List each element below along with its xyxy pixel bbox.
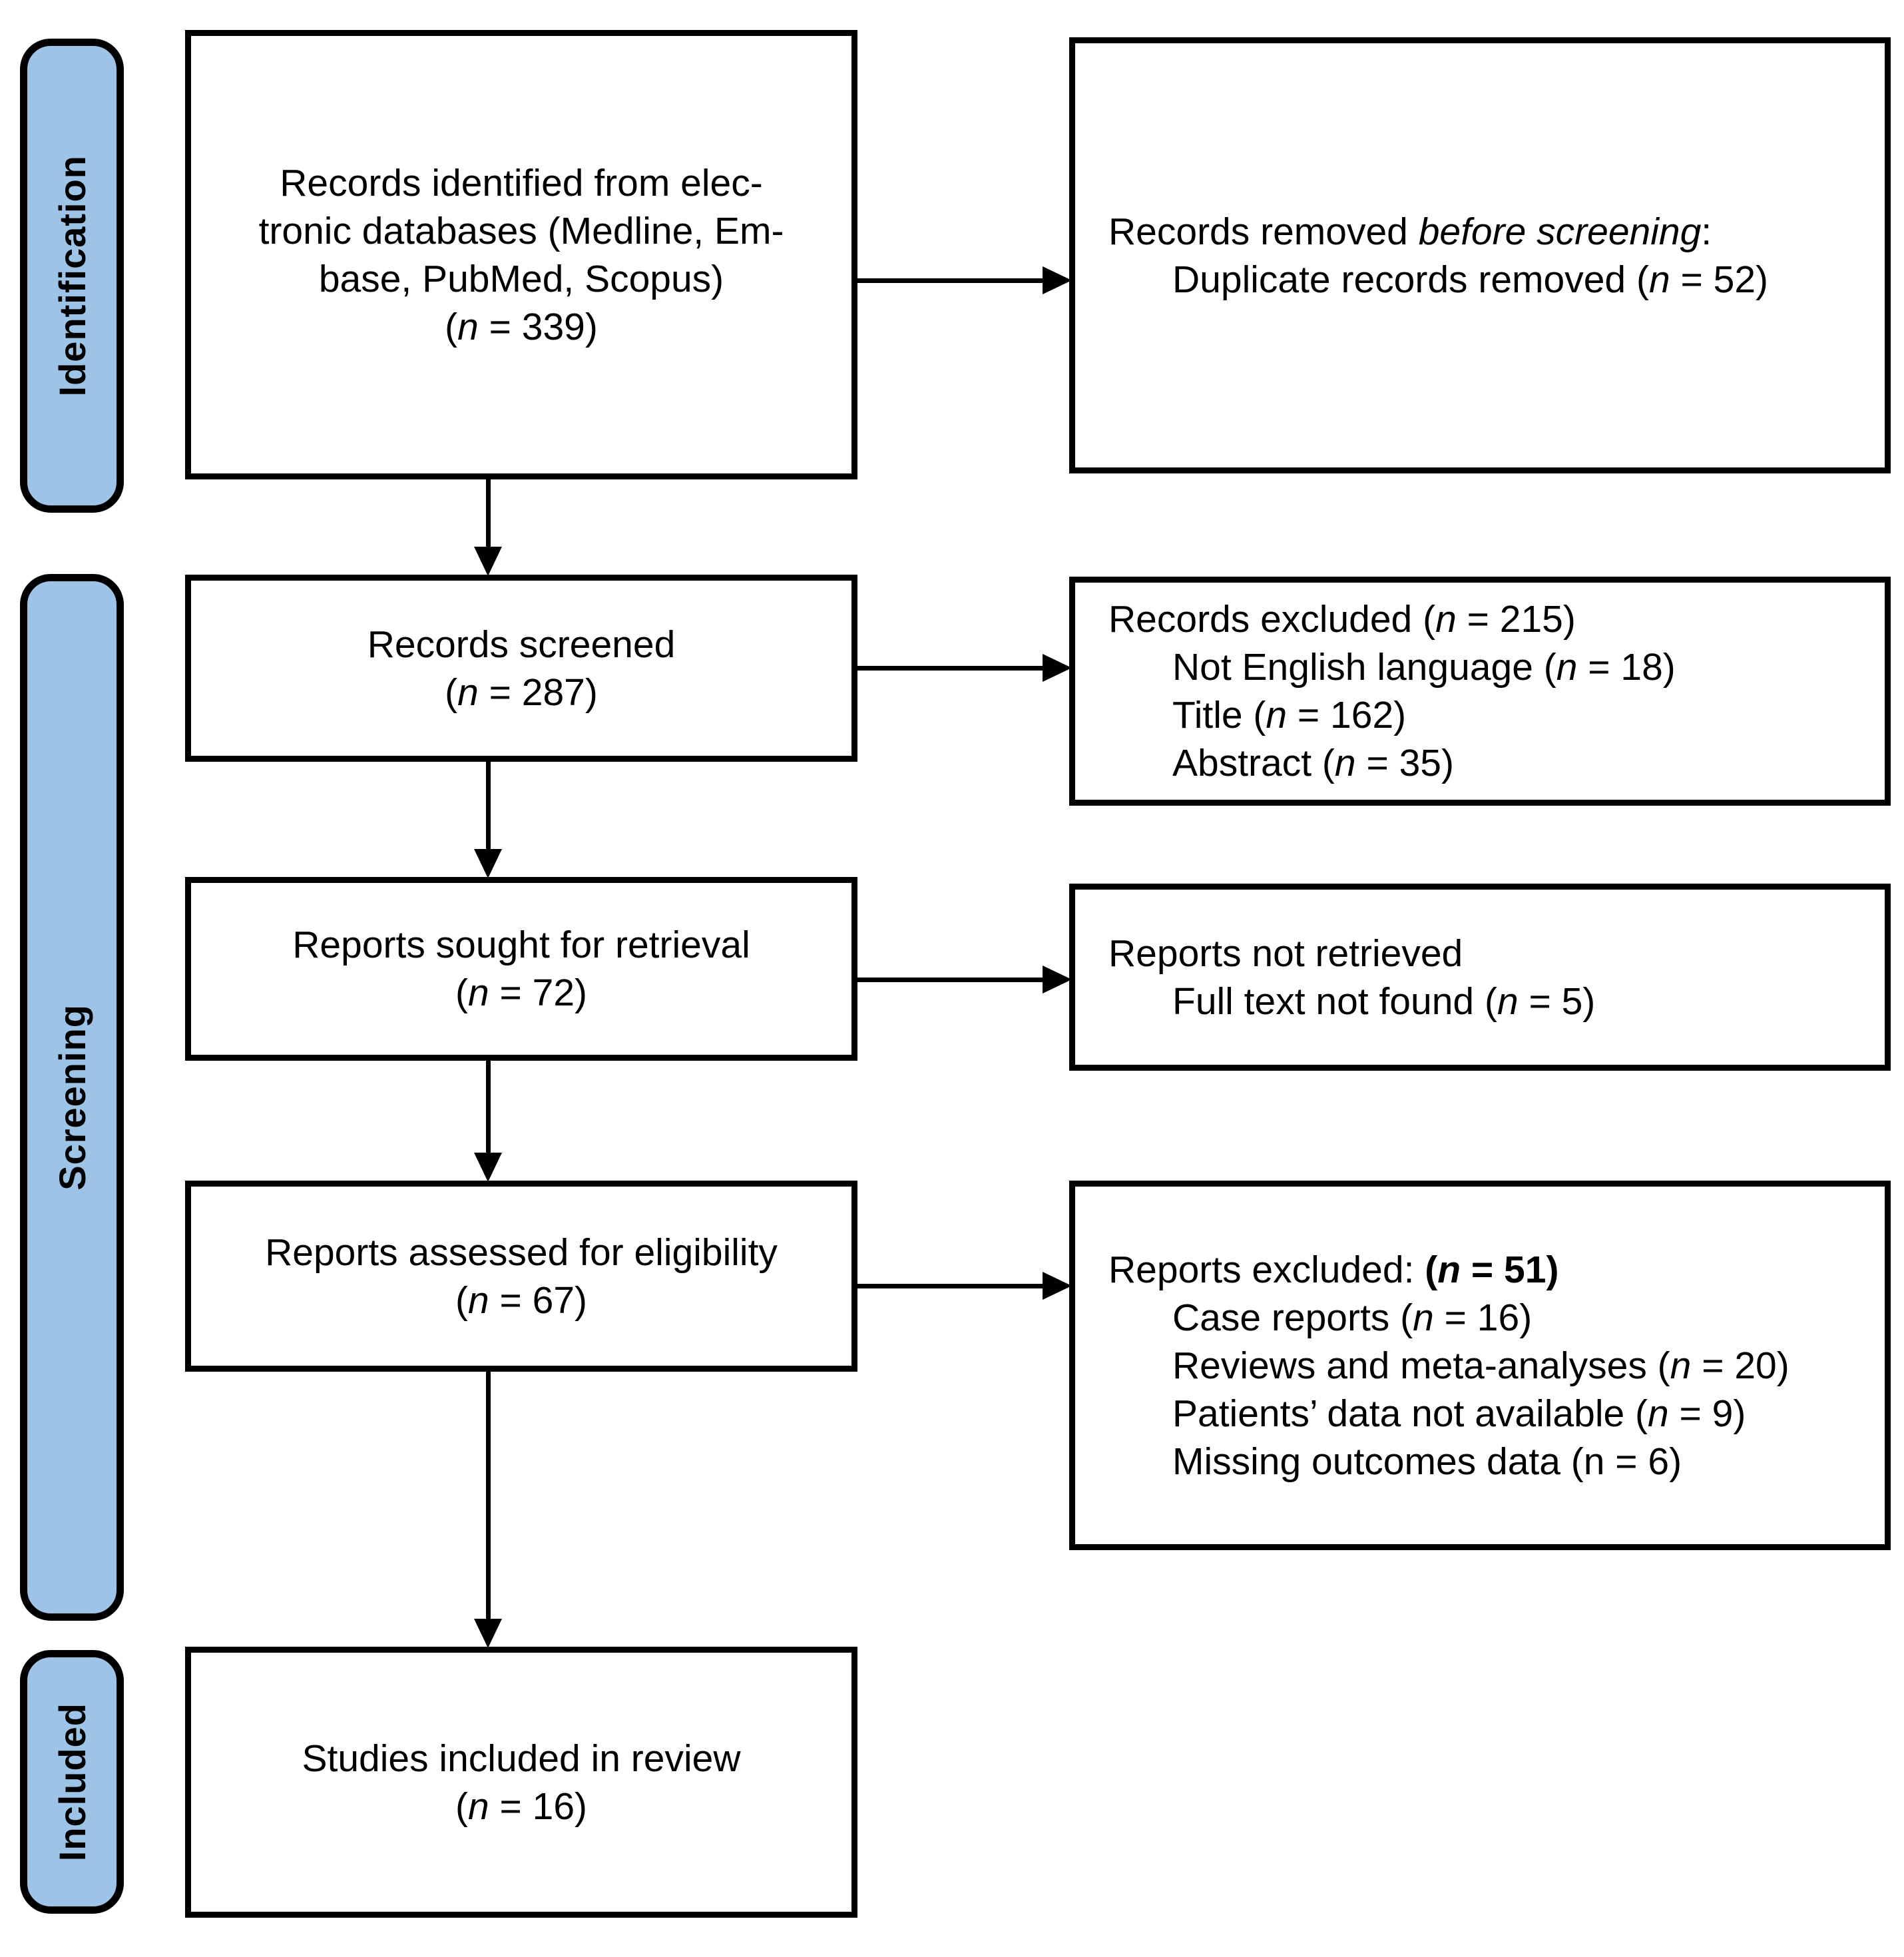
text-line: (n = 67) — [455, 1278, 588, 1322]
arrow-right-icon — [1043, 266, 1072, 294]
arrow-right-icon — [1043, 1272, 1072, 1300]
arrow-down-icon — [474, 849, 502, 878]
arrow-shaft — [486, 479, 491, 549]
text-line: Abstract (n = 35) — [1172, 742, 1454, 784]
text-line: (n = 287) — [445, 671, 598, 714]
stage-label-included-text: Included — [51, 1702, 93, 1862]
text-line: Reports not retrieved — [1108, 932, 1463, 975]
text-line: Missing outcomes data (n = 6) — [1172, 1440, 1682, 1483]
arrow-right-icon — [1043, 654, 1072, 682]
text-line: Full text not found (n = 5) — [1172, 979, 1596, 1023]
stage-label-screening: Screening — [20, 574, 124, 1621]
arrow-down-icon — [474, 1153, 502, 1182]
box-reports-sought: Reports sought for retrieval (n = 72) — [185, 877, 857, 1061]
text-line: (n = 339) — [445, 305, 598, 348]
text-line: Title (n = 162) — [1172, 694, 1407, 736]
text-line: Patients’ data not available (n = 9) — [1172, 1392, 1746, 1435]
text-line: (n = 72) — [455, 972, 588, 1014]
arrow-shaft — [486, 1061, 491, 1154]
arrow-down-icon — [474, 1619, 502, 1648]
arrow-shaft — [857, 978, 1043, 982]
box-reports-assessed: Reports assessed for eligibility(n = 67) — [185, 1181, 857, 1372]
arrow-shaft — [857, 278, 1043, 283]
text-line: Reports assessed for eligibility — [265, 1231, 778, 1274]
box-records-removed: Records removed before screening: Duplica… — [1069, 37, 1891, 473]
stage-label-screening-text: Screening — [51, 1004, 93, 1191]
text-line: base, PubMed, Scopus) — [318, 257, 724, 300]
text-line: Records excluded (n = 215) — [1108, 598, 1576, 641]
text-line: Records identified from elec- — [280, 161, 763, 204]
text-line: tronic databases (Medline, Em- — [258, 209, 784, 252]
text-line: Not English language (n = 18) — [1172, 646, 1676, 689]
stage-label-identification: Identification — [20, 39, 124, 513]
arrow-shaft — [857, 666, 1043, 671]
box-records-screened: Records screened (n = 287) — [185, 575, 857, 762]
box-records-excluded: Records excluded (n = 215) Not English la… — [1069, 577, 1891, 806]
arrow-down-icon — [474, 547, 502, 576]
text-line: Duplicate records removed (n = 52) — [1172, 258, 1768, 301]
text-line: Records screened — [367, 623, 676, 666]
box-studies-included: Studies included in review (n = 16) — [185, 1647, 857, 1918]
text-line: (n = 16) — [455, 1785, 588, 1828]
text-line: Reviews and meta-analyses (n = 20) — [1172, 1344, 1789, 1387]
box-reports-excluded: Reports excluded: (n = 51) Case reports (… — [1069, 1181, 1891, 1550]
box-records-identified: Records identified from elec-tronic data… — [185, 30, 857, 479]
text-line: Studies included in review — [302, 1737, 741, 1780]
text-line: Reports sought for retrieval — [292, 924, 750, 966]
stage-label-included: Included — [20, 1650, 124, 1914]
arrow-shaft — [857, 1284, 1043, 1288]
arrow-right-icon — [1043, 966, 1072, 993]
arrow-shaft — [486, 762, 491, 850]
text-line: Records removed before screening: — [1108, 210, 1712, 253]
text-line: Reports excluded: (n = 51) — [1108, 1248, 1559, 1291]
text-line: Case reports (n = 16) — [1172, 1296, 1533, 1339]
arrow-shaft — [486, 1372, 491, 1620]
stage-label-identification-text: Identification — [51, 154, 93, 397]
